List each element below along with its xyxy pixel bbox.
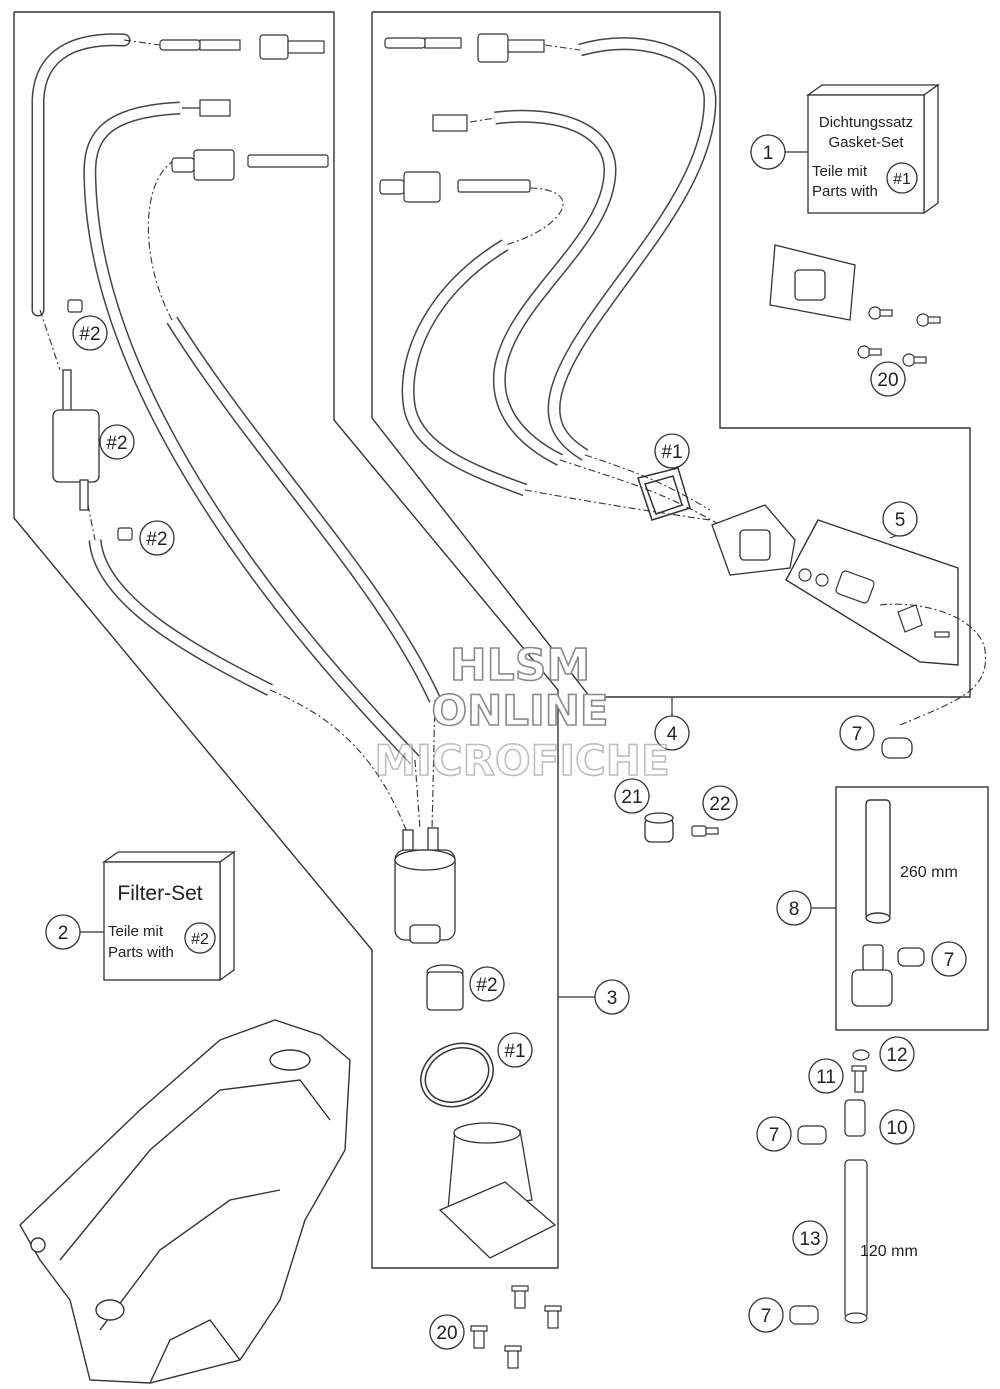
tank-flange-gasket	[637, 467, 691, 521]
svg-text:#2: #2	[79, 324, 100, 345]
ref-1-flange: #1	[654, 433, 690, 469]
hose-fitting	[851, 944, 925, 1007]
svg-text:7: 7	[761, 1306, 772, 1327]
svg-text:12: 12	[886, 1045, 907, 1066]
bolt-22	[691, 825, 719, 837]
clamp-7-top	[881, 737, 913, 759]
callout-7-mid: 7	[756, 1116, 792, 1152]
hose-260	[865, 799, 891, 924]
svg-text:#2: #2	[476, 975, 497, 996]
left-hose-outer	[31, 33, 131, 317]
svg-text:7: 7	[944, 950, 955, 971]
quick-connector-parts	[798, 568, 950, 638]
left-hose-inner	[166, 316, 441, 703]
flange-gasket	[420, 1042, 494, 1108]
filter-set-line2: Parts with	[108, 944, 174, 961]
left-routing-dashes	[39, 39, 436, 841]
callout-2: 2	[45, 914, 81, 950]
ref-2-strainer: #2	[469, 966, 505, 1002]
ref-2-filter: #2	[99, 424, 135, 460]
svg-text:10: 10	[886, 1118, 907, 1139]
svg-text:22: 22	[709, 794, 730, 815]
svg-text:8: 8	[789, 899, 800, 920]
callout-10: 10	[879, 1109, 915, 1145]
gasket-set-line1: Dichtungssatz	[819, 114, 913, 131]
svg-text:#1: #1	[504, 1041, 525, 1062]
callout-12: 12	[879, 1036, 915, 1072]
ref-2-clamp-lower: #2	[139, 520, 175, 556]
svg-text:#2: #2	[106, 433, 127, 454]
pump-housing	[438, 1122, 557, 1259]
fuel-tank	[19, 1019, 351, 1384]
svg-text:4: 4	[667, 724, 678, 745]
fuel-filter	[52, 369, 100, 511]
small-fittings	[789, 1049, 870, 1325]
svg-text:11: 11	[816, 1067, 836, 1088]
svg-text:2: 2	[58, 923, 69, 944]
svg-text:20: 20	[436, 1323, 457, 1344]
callout-11: 11	[808, 1058, 844, 1094]
group-frame-quick-connector	[785, 519, 959, 666]
gasket-set-line2: Gasket-Set	[828, 134, 904, 151]
callout-7-top: 7	[839, 715, 875, 751]
gasket-set-ref: #1	[893, 171, 911, 188]
svg-text:3: 3	[607, 988, 618, 1009]
gasket-set-line4: Parts with	[812, 183, 878, 200]
callout-7-fitting: 7	[931, 941, 967, 977]
gasket-set-line3: Teile mit	[812, 163, 868, 180]
right-hose-inner	[401, 239, 528, 497]
right-routing-dashes	[469, 44, 987, 726]
filter-set-box: Filter-Set Teile mit Parts with #2	[101, 850, 237, 982]
fuel-pump	[394, 827, 456, 944]
callout-3: 3	[594, 979, 630, 1015]
callout-20-right: 20	[870, 361, 906, 397]
svg-text:7: 7	[852, 724, 863, 745]
plate-bolts	[857, 306, 941, 367]
clamp-21	[644, 812, 674, 843]
callout-7-bottom: 7	[748, 1297, 784, 1333]
callout-22: 22	[702, 785, 738, 821]
svg-text:21: 21	[621, 787, 642, 808]
dimension-hose-120: 120 mm	[860, 1243, 918, 1260]
right-hose-middle	[492, 109, 617, 466]
callout-1: 1	[750, 134, 786, 170]
callout-5: 5	[882, 501, 918, 537]
left-hose-lower	[88, 539, 273, 696]
small-clamps	[67, 299, 133, 541]
left-connectors	[159, 34, 329, 181]
svg-text:13: 13	[799, 1229, 820, 1250]
tank-flange-connector	[711, 504, 796, 576]
left-hose-middle	[83, 101, 420, 765]
filter-set-line1: Teile mit	[108, 923, 164, 940]
callout-4: 4	[654, 715, 690, 751]
watermark-line3: MICROFICHE	[374, 736, 669, 785]
svg-text:20: 20	[877, 370, 898, 391]
callout-20-bottom: 20	[429, 1314, 465, 1350]
callout-8: 8	[776, 890, 812, 926]
connector-plate	[769, 244, 856, 321]
filter-set-ref: #2	[191, 931, 209, 948]
group-frame-left	[13, 11, 559, 1269]
dimension-hose-260: 260 mm	[900, 864, 958, 881]
right-hose-outer	[547, 37, 717, 461]
watermark-line2: ONLINE	[431, 686, 608, 735]
bolts-bottom	[470, 1285, 562, 1369]
svg-text:1: 1	[763, 143, 774, 164]
watermark-line1: HLSM	[450, 640, 590, 691]
callout-13: 13	[792, 1220, 828, 1256]
svg-text:5: 5	[895, 510, 906, 531]
ref-2-clamp-upper: #2	[72, 315, 108, 351]
svg-text:7: 7	[769, 1125, 780, 1146]
strainer	[426, 964, 464, 1011]
ref-1-gasket: #1	[497, 1032, 533, 1068]
svg-text:#1: #1	[661, 442, 682, 463]
right-connectors	[379, 33, 545, 203]
gasket-set-box: Dichtungssatz Gasket-Set Teile mit Parts…	[805, 83, 941, 215]
group-frame-right	[371, 11, 971, 698]
svg-text:#2: #2	[146, 529, 167, 550]
callout-21: 21	[614, 778, 650, 814]
filter-set-title: Filter-Set	[117, 882, 202, 905]
